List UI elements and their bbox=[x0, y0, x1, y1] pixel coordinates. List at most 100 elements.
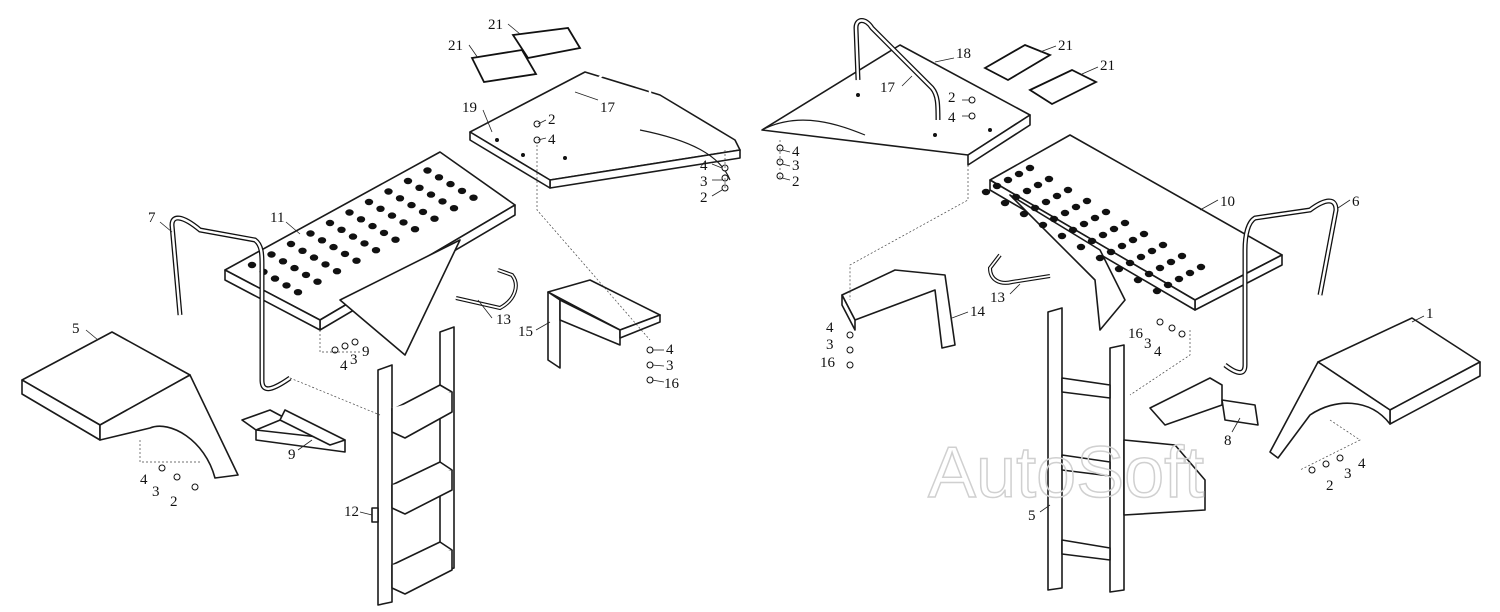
anti-slip-bump bbox=[1101, 208, 1111, 216]
label-3: 3 bbox=[792, 158, 800, 174]
part-21-pad-left-lower bbox=[470, 49, 538, 83]
anti-slip-bump bbox=[415, 184, 424, 191]
anti-slip-bump bbox=[301, 271, 311, 279]
anti-slip-bump bbox=[360, 240, 369, 247]
anti-slip-bump bbox=[1125, 259, 1135, 267]
anti-slip-bump bbox=[1185, 269, 1195, 277]
label-3: 3 bbox=[666, 358, 674, 374]
anti-slip-bump bbox=[1087, 237, 1097, 245]
anti-slip-bump bbox=[981, 188, 991, 196]
anti-slip-bump bbox=[1163, 281, 1173, 289]
label-3: 3 bbox=[1344, 466, 1352, 482]
anti-slip-bump bbox=[426, 191, 436, 198]
anti-slip-bump bbox=[438, 198, 447, 205]
hardware-stack-right-top bbox=[776, 96, 976, 180]
anti-slip-bump bbox=[379, 229, 389, 237]
part-8-bracket bbox=[1149, 377, 1259, 426]
anti-slip-bump bbox=[423, 167, 432, 174]
label-9: 9 bbox=[362, 344, 370, 360]
label-21: 21 bbox=[1058, 38, 1073, 54]
anti-slip-bump bbox=[340, 250, 350, 258]
label-4: 4 bbox=[548, 132, 556, 148]
anti-slip-bump bbox=[1057, 232, 1067, 240]
anti-slip-bump bbox=[1158, 241, 1168, 249]
label-16: 16 bbox=[664, 376, 680, 392]
step-plate-left-bumps bbox=[247, 167, 478, 296]
anti-slip-bump bbox=[1147, 247, 1157, 255]
label-21: 21 bbox=[488, 17, 503, 33]
anti-slip-bump bbox=[395, 195, 405, 202]
anti-slip-bump bbox=[345, 209, 354, 216]
anti-slip-bump bbox=[313, 278, 322, 285]
part-15-bracket bbox=[547, 279, 661, 369]
anti-slip-bump bbox=[434, 174, 444, 181]
label-2: 2 bbox=[1326, 478, 1334, 494]
part-11-step-plate-left bbox=[224, 151, 516, 356]
callout-labels: 21 21 19 17 2 4 4 3 2 11 7 13 15 4 3 16 … bbox=[72, 17, 1434, 524]
part-21-pad-right-lower bbox=[1028, 68, 1099, 106]
part-13-u-bolt-right bbox=[987, 253, 1051, 285]
part-19-fender-plate bbox=[469, 71, 741, 189]
anti-slip-bump bbox=[1030, 204, 1040, 212]
part-12-ladder-left bbox=[371, 326, 455, 606]
part-18-fender-plate-right bbox=[761, 44, 1031, 166]
label-4: 4 bbox=[140, 472, 148, 488]
anti-slip-bump bbox=[403, 177, 413, 185]
part-13-u-bolt-left bbox=[455, 268, 518, 311]
anti-slip-bump bbox=[1133, 276, 1143, 284]
anti-slip-bump bbox=[1174, 275, 1184, 283]
anti-slip-bump bbox=[1082, 197, 1092, 205]
anti-slip-bump bbox=[290, 264, 299, 272]
hardware-stack-bracket-14 bbox=[846, 331, 854, 369]
anti-slip-bump bbox=[1014, 170, 1024, 178]
anti-slip-bump bbox=[1106, 248, 1116, 256]
label-4: 4 bbox=[666, 342, 674, 358]
anti-slip-bump bbox=[384, 188, 393, 195]
anti-slip-bump bbox=[449, 205, 459, 212]
anti-slip-bump bbox=[1049, 215, 1059, 223]
label-9: 9 bbox=[288, 447, 296, 463]
label-13: 13 bbox=[496, 312, 511, 328]
anti-slip-bump bbox=[1060, 209, 1070, 217]
anti-slip-bump bbox=[1033, 181, 1043, 189]
hardware-stack-fender-left bbox=[158, 464, 199, 491]
anti-slip-bump bbox=[267, 251, 276, 258]
anti-slip-bump bbox=[306, 230, 315, 237]
anti-slip-bump bbox=[407, 201, 416, 209]
label-18: 18 bbox=[956, 46, 971, 62]
anti-slip-bump bbox=[286, 240, 296, 248]
part-5-fender-left bbox=[21, 331, 239, 479]
anti-slip-bump bbox=[1177, 252, 1187, 260]
part-14-bracket bbox=[841, 269, 956, 349]
anti-slip-bump bbox=[1095, 254, 1105, 262]
anti-slip-bump bbox=[1079, 220, 1089, 228]
anti-slip-bump bbox=[321, 261, 330, 268]
anti-slip-bump bbox=[1000, 199, 1010, 207]
anti-slip-bump bbox=[1114, 265, 1124, 273]
anti-slip-bump bbox=[1019, 210, 1029, 218]
anti-slip-bump bbox=[317, 237, 327, 244]
step-plate-right-bumps bbox=[981, 164, 1206, 295]
label-3: 3 bbox=[350, 352, 358, 368]
anti-slip-bump bbox=[293, 289, 303, 296]
label-17: 17 bbox=[880, 80, 896, 96]
label-4: 4 bbox=[948, 110, 956, 126]
anti-slip-bump bbox=[309, 254, 319, 261]
anti-slip-bump bbox=[278, 258, 288, 265]
anti-slip-bump bbox=[410, 226, 420, 233]
label-16: 16 bbox=[1128, 326, 1144, 342]
label-8: 8 bbox=[1224, 433, 1232, 449]
anti-slip-bump bbox=[1038, 221, 1048, 229]
label-15: 15 bbox=[518, 324, 533, 340]
anti-slip-bump bbox=[371, 247, 381, 254]
part-6-handle bbox=[1223, 198, 1339, 375]
label-3: 3 bbox=[700, 174, 708, 190]
label-4: 4 bbox=[700, 158, 708, 174]
anti-slip-bump bbox=[348, 233, 358, 240]
anti-slip-bump bbox=[1071, 203, 1081, 211]
label-4: 4 bbox=[340, 358, 348, 374]
label-4: 4 bbox=[826, 320, 834, 336]
anti-slip-bump bbox=[1128, 236, 1138, 244]
label-11: 11 bbox=[270, 210, 284, 226]
label-5: 5 bbox=[72, 321, 80, 337]
